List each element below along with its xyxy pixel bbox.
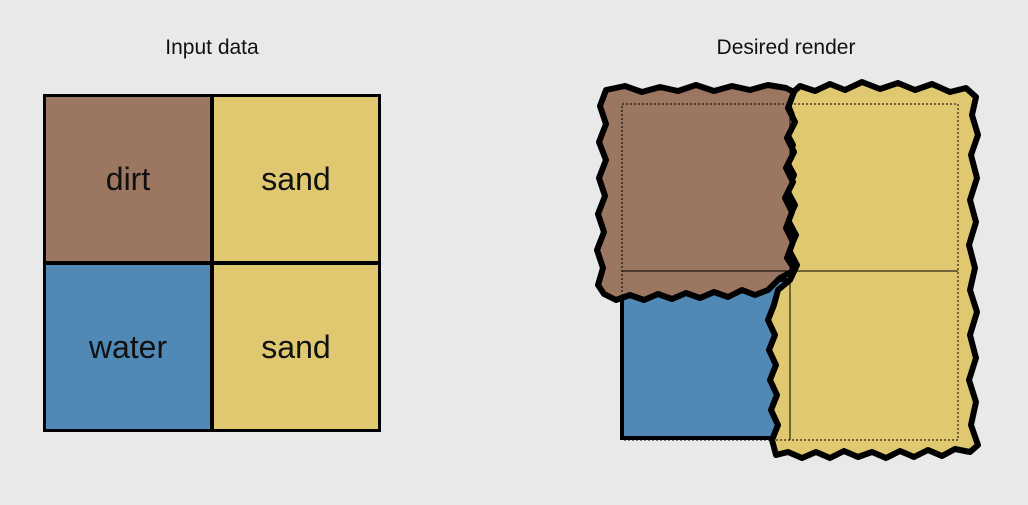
- input-data-title: Input data: [165, 36, 259, 59]
- sand-tile: [765, 79, 981, 461]
- cell-sand-top: sand: [212, 97, 378, 263]
- cell-water: water: [46, 263, 212, 429]
- desired-render-title: Desired render: [716, 36, 856, 59]
- dirt-tile: [594, 82, 798, 303]
- water-tile: [620, 278, 794, 440]
- cell-dirt: dirt: [46, 97, 212, 263]
- cell-sand-bottom: sand: [212, 263, 378, 429]
- input-grid: dirt sand water sand: [43, 94, 381, 432]
